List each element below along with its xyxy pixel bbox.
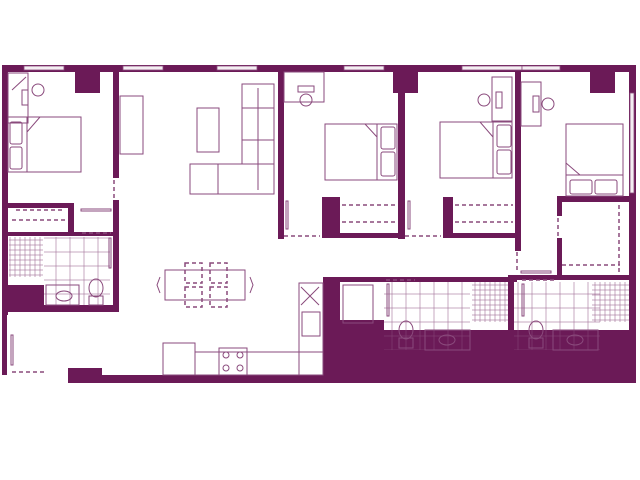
bedroom-3 (439, 76, 513, 223)
desk (283, 71, 325, 103)
desk (520, 81, 542, 127)
vanity (424, 329, 471, 351)
counter-side (298, 282, 324, 376)
living-room (119, 83, 275, 308)
desk (7, 72, 29, 124)
sink (438, 334, 456, 346)
windows (23, 65, 635, 194)
laptop (532, 95, 540, 113)
bed (7, 116, 82, 173)
bed (565, 123, 624, 197)
bathroom-1 (9, 237, 110, 306)
kitchen (162, 282, 374, 376)
dining-table (164, 269, 246, 301)
toilet (528, 320, 544, 340)
bedroom-1 (7, 72, 82, 221)
sink (566, 334, 584, 346)
coffee-table (196, 107, 220, 153)
chair (299, 93, 313, 107)
desk (491, 76, 513, 122)
laptop (297, 85, 315, 93)
chair (541, 97, 555, 111)
bathroom-3 (514, 282, 629, 351)
shower (592, 282, 629, 322)
pillow (9, 146, 23, 170)
bathroom-2 (384, 282, 508, 351)
toilet (398, 320, 414, 340)
laptop (495, 91, 503, 109)
shower (9, 237, 43, 277)
stove (218, 347, 248, 376)
tv-console (119, 95, 144, 155)
toilet (88, 278, 104, 298)
sink (55, 290, 73, 302)
chair (31, 83, 45, 97)
bed (439, 121, 513, 179)
vanity (45, 284, 80, 306)
bedroom-4 (520, 81, 624, 272)
sectional-sofa (189, 83, 275, 195)
counter (194, 351, 324, 376)
pillow (9, 121, 23, 145)
lamp (11, 76, 27, 91)
washer (342, 284, 374, 324)
vanity (552, 329, 599, 351)
dishwasher (300, 286, 320, 306)
laptop (21, 89, 29, 106)
fridge (162, 342, 196, 376)
kitchen-sink (301, 311, 321, 337)
chair (477, 93, 491, 107)
bed (324, 123, 398, 181)
bedroom-2 (283, 71, 398, 223)
interior-walls (2, 71, 630, 383)
shower (472, 282, 508, 322)
